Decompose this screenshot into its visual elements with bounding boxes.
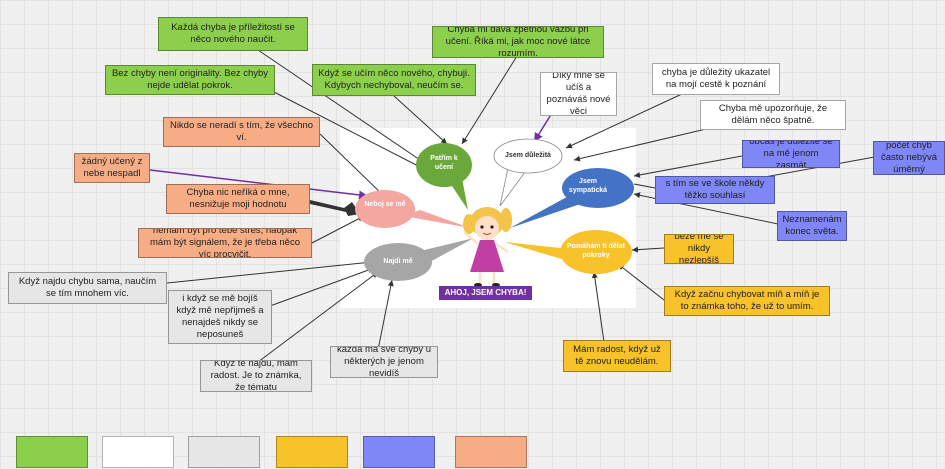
bubble-label-dulezita: Jsem důležitá: [505, 152, 551, 159]
bubble-patrim: [416, 143, 472, 210]
swatch-salmon[interactable]: [455, 436, 527, 468]
note-upozornuje[interactable]: Chyba mě upozorňuje, že dělám něco špatn…: [700, 100, 846, 130]
note-zpetna-vazba[interactable]: Chyba mi dává zpětnou vazbu při učení. Ř…: [432, 26, 604, 58]
girl-figure: [463, 207, 512, 287]
note-s-tim-ve-skole[interactable]: s tím se ve škole někdy těžko souhlasí: [655, 176, 775, 204]
note-nemam-byt-stres[interactable]: nemám být pro tebe stres, naopak mám být…: [138, 228, 312, 258]
banner-box: [439, 286, 532, 300]
note-beze-me[interactable]: beze mě se nikdy nezlepšíš: [664, 234, 734, 264]
swatch-orange[interactable]: [276, 436, 348, 468]
note-najdu-sama[interactable]: Když najdu chybu sama, naučím se tím mno…: [8, 272, 167, 304]
note-diky-mne[interactable]: Díky mně se učíš a poznáváš nové věci: [540, 72, 617, 116]
bubble-label-sympaticka: Jsem sympatická: [568, 178, 608, 194]
bubble-dulezita: [493, 138, 563, 207]
purple-connector-left: [149, 169, 369, 200]
swatch-white[interactable]: [102, 436, 174, 468]
note-konec-sveta[interactable]: Neznamenám konec světa.: [777, 211, 847, 241]
note-i-kdyz-se-bojis[interactable]: i když se mě bojíš když mě nepřijmeš a n…: [168, 290, 272, 344]
note-dulezity-ukazatel[interactable]: chyba je důležitý ukazatel na mojí cestě…: [652, 63, 780, 95]
bubble-neboj: [355, 190, 470, 228]
bubble-label-neboj: Neboj se mě: [364, 201, 406, 208]
swatch-blue[interactable]: [363, 436, 435, 468]
bubble-najdi: [364, 238, 474, 281]
bubble-pomaham: [504, 230, 632, 274]
note-bez-chyby[interactable]: Bez chyby není originality. Bez chyby ne…: [105, 65, 275, 95]
swatch-gray[interactable]: [188, 436, 260, 468]
note-nikdo-se-nerodi[interactable]: Nikdo se neradí s tím, že všechno ví.: [163, 117, 320, 147]
bubble-label-pomaham: Pomáhám ti dělat pokroky: [567, 243, 625, 259]
note-kazda-chyba[interactable]: Každá chyba je příležitostí se něco nové…: [158, 17, 308, 51]
note-kdyz-se-ucim[interactable]: Když se učím něco nového, chybuji. Kdyby…: [312, 64, 476, 96]
bubble-sympaticka: [510, 168, 634, 228]
note-kdyz-te-najdu[interactable]: Když tě najdu, mám radost. Je to známka,…: [200, 360, 312, 392]
note-zadny-uceny[interactable]: žádný učený z nebe nespadl: [74, 153, 150, 183]
thick-arrow: [310, 200, 360, 216]
bubble-label-patrim: Patřím k učení: [430, 155, 458, 171]
note-pocet-chyb[interactable]: počet chyb často nebývá úměrný: [873, 141, 945, 175]
note-kazda-ma-sve[interactable]: každá má své chyby u některých je jenom …: [330, 346, 438, 378]
note-nic-nerika[interactable]: Chyba nic neříká o mne, nesnižuje moji h…: [166, 184, 310, 214]
banner-text: AHOJ, JSEM CHYBA!: [444, 288, 527, 297]
swatch-green[interactable]: [16, 436, 88, 468]
note-mene-chybovat[interactable]: Když začnu chybovat míň a míň je to znám…: [664, 286, 830, 316]
note-obcas-zasmat[interactable]: občas je důležité se na mě jenom zasmát: [742, 140, 840, 168]
bubble-label-najdi: Najdi mě: [383, 258, 413, 265]
note-mam-radost[interactable]: Mám radost, když už tě znovu neudělám.: [563, 340, 671, 372]
